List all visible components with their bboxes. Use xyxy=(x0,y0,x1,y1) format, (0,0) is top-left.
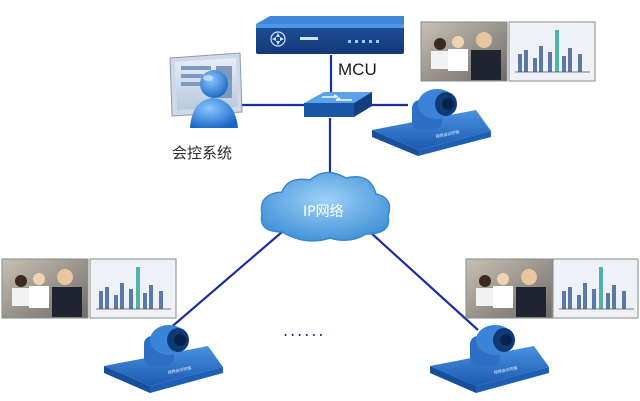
mcu-label: MCU xyxy=(338,60,377,79)
ip-network-cloud xyxy=(260,171,391,242)
terminal-bottom-left-camera: 视频会议终端 xyxy=(104,325,223,393)
terminal-bottom-left-screen-video xyxy=(1,258,89,319)
link-cloud-bottom-left xyxy=(167,231,283,331)
terminal-bottom-right-screen-video xyxy=(465,258,553,319)
mcu-server xyxy=(256,16,404,54)
terminal-top-right-camera: 视频会议终端 xyxy=(372,89,491,156)
terminal-bottom-right-screen-chart xyxy=(552,258,639,319)
network-label: IP网络 xyxy=(303,204,344,220)
terminal-top-right: 视频会议终端 xyxy=(372,21,596,156)
mcu-logo-icon xyxy=(270,31,286,47)
control-system-label: 会控系统 xyxy=(172,144,232,162)
terminal-bottom-right-camera: 视频会议终端 xyxy=(430,325,549,393)
control-system xyxy=(169,52,243,128)
terminal-bottom-left-screen-chart xyxy=(89,258,177,319)
more-terminals-ellipsis: ...... xyxy=(283,321,326,340)
terminal-bottom-left: 视频会议终端 xyxy=(1,258,223,393)
svg-text:视频会议终端: 视频会议终端 xyxy=(167,364,192,375)
network-switch xyxy=(304,92,372,117)
switch-arrows-icon xyxy=(322,94,352,101)
terminal-bottom-right: 视频会议终端 xyxy=(430,258,639,393)
terminal-top-right-screen-video xyxy=(420,21,508,82)
terminal-top-right-screen-chart xyxy=(508,21,596,82)
svg-text:视频会议终端: 视频会议终端 xyxy=(493,364,518,375)
user-icon xyxy=(190,70,238,128)
link-cloud-bottom-right xyxy=(369,231,479,331)
svg-text:视频会议终端: 视频会议终端 xyxy=(435,128,460,139)
